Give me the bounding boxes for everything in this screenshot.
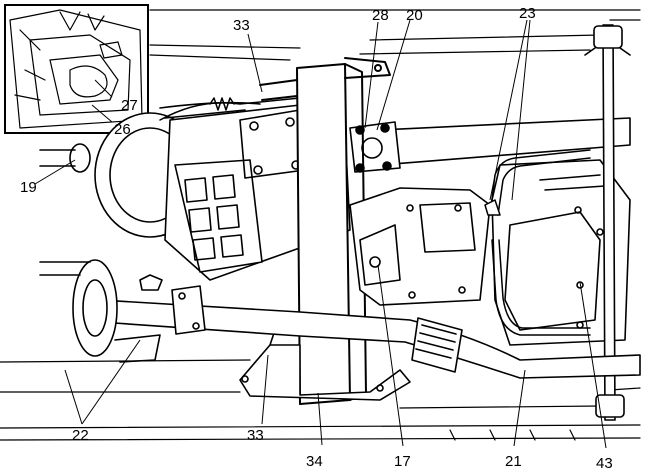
callout-17: 17 — [394, 453, 411, 470]
propeller-shaft — [349, 117, 631, 173]
callout-27: 27 — [121, 97, 138, 114]
callout-20: 20 — [406, 7, 423, 24]
exhaust-flange — [39, 259, 163, 363]
callout-23: 23 — [519, 5, 536, 22]
callout-33-bottom: 33 — [247, 427, 264, 444]
callout-34: 34 — [306, 453, 323, 470]
exhaust-pipe — [99, 285, 641, 379]
callout-28: 28 — [372, 7, 389, 24]
callout-26: 26 — [114, 121, 131, 138]
rear-housing — [491, 159, 631, 346]
callout-22: 22 — [72, 427, 89, 444]
selector-cable — [159, 97, 301, 121]
torsion-rod — [584, 24, 631, 421]
extension-housing — [349, 187, 491, 306]
callout-33-top: 33 — [233, 17, 250, 34]
callout-43: 43 — [596, 455, 613, 472]
leader-lines — [34, 19, 607, 449]
callout-21: 21 — [505, 453, 522, 470]
inset-detail-box — [4, 4, 149, 134]
callout-19: 19 — [20, 179, 37, 196]
base-mount-plate — [239, 329, 411, 401]
callout-labels: 33 28 20 23 19 27 26 22 33 34 17 21 43 — [20, 5, 613, 472]
